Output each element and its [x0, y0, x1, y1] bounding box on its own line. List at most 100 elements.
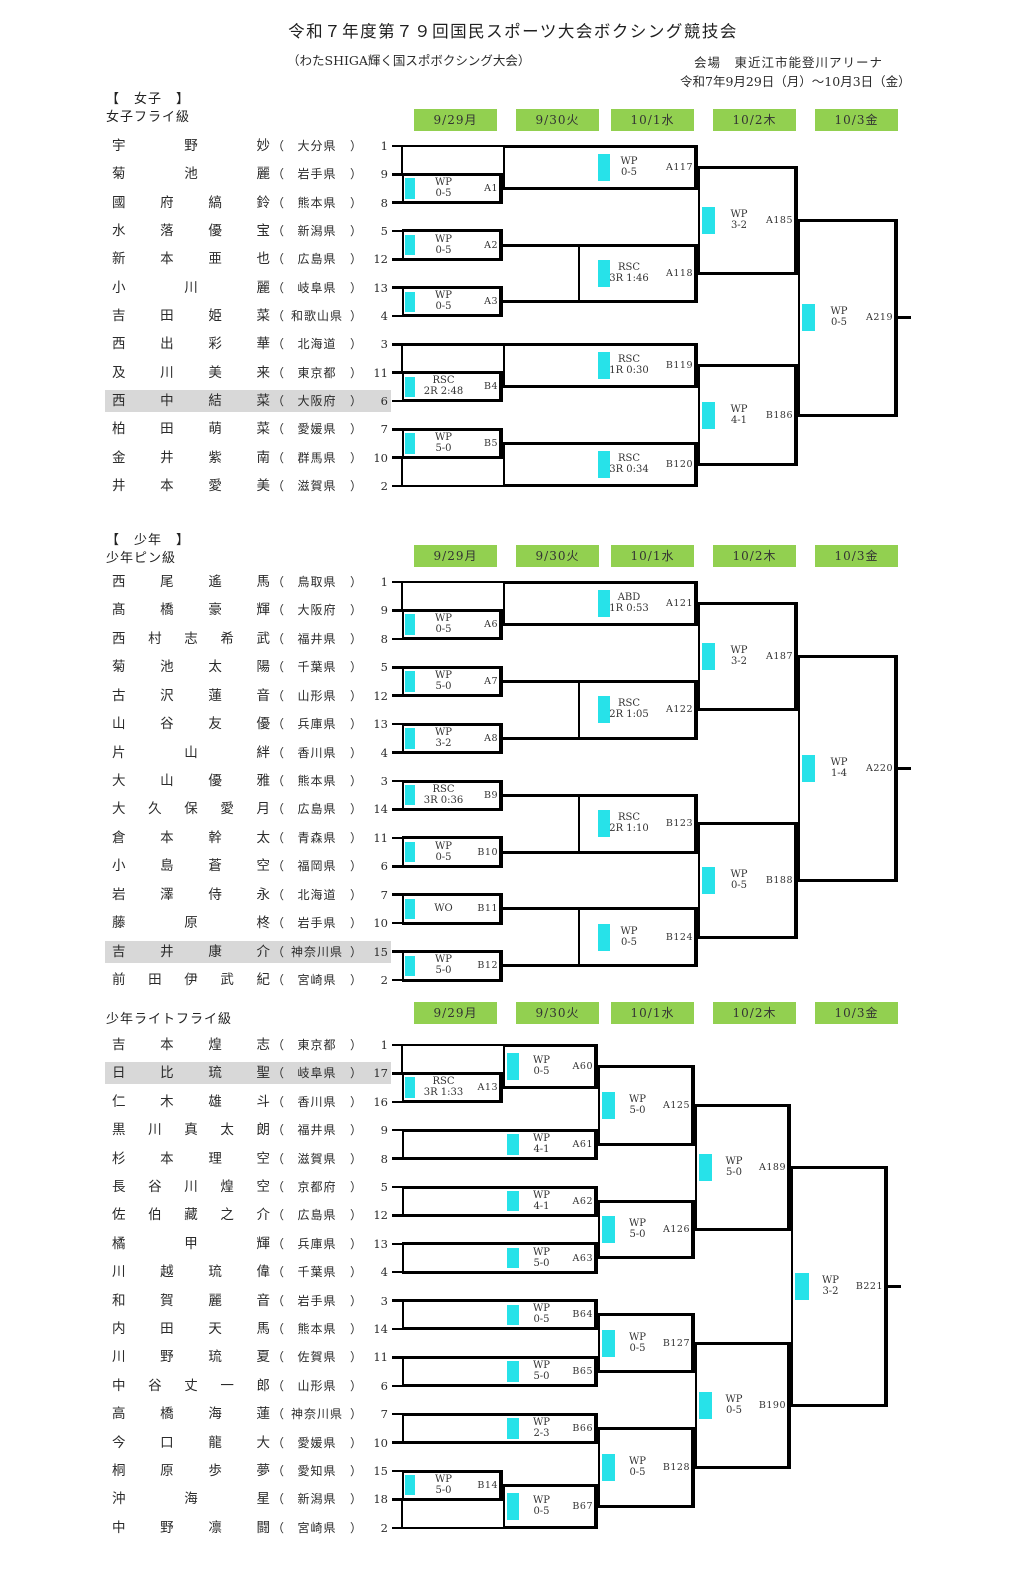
entrant-prefecture: （群馬県）	[272, 450, 362, 465]
match-box	[402, 229, 503, 261]
entrant-prefecture: （大分県）	[272, 139, 362, 153]
entrant-prefecture: （神奈川県）	[272, 1407, 362, 1422]
winner-marker	[405, 614, 415, 635]
entrant-seed: 12	[373, 1208, 388, 1223]
entrant-seed: 8	[380, 195, 388, 210]
entrant-seed: 1	[380, 1038, 388, 1052]
winner-marker	[602, 1091, 615, 1119]
final-winner-stub	[898, 767, 911, 771]
entrant-name: 西尾遙馬	[112, 574, 270, 590]
entrant-name: 内田天馬	[112, 1321, 270, 1337]
match-box	[402, 779, 503, 811]
entrant-prefecture: （滋賀県）	[272, 478, 362, 493]
match-box	[402, 286, 503, 318]
day-badge: 9/29月	[414, 545, 497, 567]
entrant-line	[392, 456, 404, 459]
match-id: B128	[662, 1461, 690, 1473]
match-id: B120	[665, 459, 693, 471]
entrant-name: 黒川真太朗	[112, 1122, 270, 1139]
winner-marker	[802, 304, 815, 332]
match-id: B188	[765, 875, 793, 886]
match-result: WP 4-1	[532, 1132, 550, 1155]
match-result: WP 5-0	[434, 431, 452, 454]
match-id: A2	[484, 239, 498, 251]
entrant-prefecture: （熊本県）	[272, 774, 362, 788]
entrant-name: 岩澤侍永	[112, 886, 270, 903]
entrant-prefecture: （広島県）	[272, 802, 362, 817]
section-class-label: 少年ピン級	[106, 551, 177, 566]
match-box	[698, 364, 798, 467]
day-badge: 9/29月	[414, 109, 497, 131]
winner-marker	[602, 1453, 615, 1481]
winner-marker	[702, 643, 715, 671]
entrant-name: 吉田姫菜	[112, 307, 270, 324]
winner-marker	[507, 1304, 519, 1325]
entrant-prefecture: （熊本県）	[272, 195, 362, 210]
entrant-prefecture: （岩手県）	[272, 1293, 362, 1308]
entrant-line	[392, 1299, 404, 1302]
entrant-prefecture: （福井県）	[272, 1123, 362, 1138]
entrant-line	[392, 428, 404, 431]
match-box	[695, 1103, 791, 1232]
match-result: WP 0-5	[434, 840, 452, 863]
match-result: RSC 3R 1:33	[423, 1076, 464, 1099]
entrant-line	[392, 722, 404, 726]
entrant-line	[392, 978, 404, 982]
entrant-line	[392, 1157, 404, 1160]
winner-marker	[405, 376, 415, 397]
highlight-bar	[105, 389, 391, 412]
entrant-seed: 4	[380, 1265, 388, 1280]
winner-marker	[405, 898, 415, 920]
winner-marker	[405, 433, 415, 454]
entrant-seed: 14	[373, 1322, 388, 1336]
entrant-name: 倉本幹太	[112, 829, 270, 846]
page-title: 令和７年度第７９回国民スポーツ大会ボクシング競技会	[288, 22, 738, 41]
match-box	[402, 1469, 503, 1501]
entrant-line	[392, 314, 404, 318]
entrant-prefecture: （宮崎県）	[272, 973, 362, 988]
match-box	[402, 1299, 598, 1331]
winner-marker	[507, 1247, 519, 1269]
winner-marker	[598, 451, 610, 479]
day-badge: 9/30火	[516, 1002, 599, 1024]
entrant-prefecture: （京都府）	[272, 1180, 362, 1194]
entrant-line	[392, 201, 404, 204]
match-box	[503, 580, 698, 627]
match-id: A122	[666, 704, 693, 716]
match-id: A189	[759, 1161, 786, 1173]
entrant-name: 杉本理空	[112, 1150, 270, 1167]
match-id: B221	[855, 1280, 883, 1292]
entrant-seed: 5	[380, 660, 388, 675]
highlight-bar	[105, 940, 391, 963]
match-result: WP 4-1	[532, 1189, 550, 1212]
entrant-prefecture: （滋賀県）	[272, 1151, 362, 1166]
winner-marker	[405, 955, 415, 976]
entrant-name: 長谷川煌空	[112, 1179, 270, 1195]
entrant-line	[392, 950, 404, 953]
entrant-line	[392, 343, 505, 346]
entrant-name: 菊池麗	[112, 166, 270, 183]
entrant-prefecture: （広島県）	[272, 252, 362, 267]
match-result: WP 5-0	[434, 670, 452, 692]
winner-line	[502, 680, 579, 683]
entrant-name: 桐原歩夢	[112, 1463, 270, 1479]
entrant-line	[392, 779, 404, 783]
entrant-prefecture: （新潟県）	[272, 1492, 362, 1507]
entrant-prefecture: （兵庫県）	[272, 717, 362, 732]
bye-connector	[401, 581, 403, 612]
entrant-seed: 7	[380, 422, 388, 437]
entrant-seed: 8	[380, 631, 388, 646]
entrant-name: 沖海星	[112, 1491, 270, 1508]
entrant-seed: 7	[380, 887, 388, 902]
match-id: B123	[665, 818, 693, 830]
match-result: WP 0-5	[725, 1393, 743, 1416]
entrant-line	[392, 1185, 404, 1189]
entrant-seed: 4	[380, 745, 388, 760]
entrant-seed: 11	[373, 830, 388, 845]
winner-marker	[702, 206, 715, 234]
day-badge: 9/30火	[516, 109, 599, 131]
entrant-prefecture: （大阪府）	[272, 393, 362, 408]
match-id: B12	[477, 960, 498, 972]
winner-line	[502, 243, 579, 247]
entrant-prefecture: （岐阜県）	[272, 1066, 362, 1081]
